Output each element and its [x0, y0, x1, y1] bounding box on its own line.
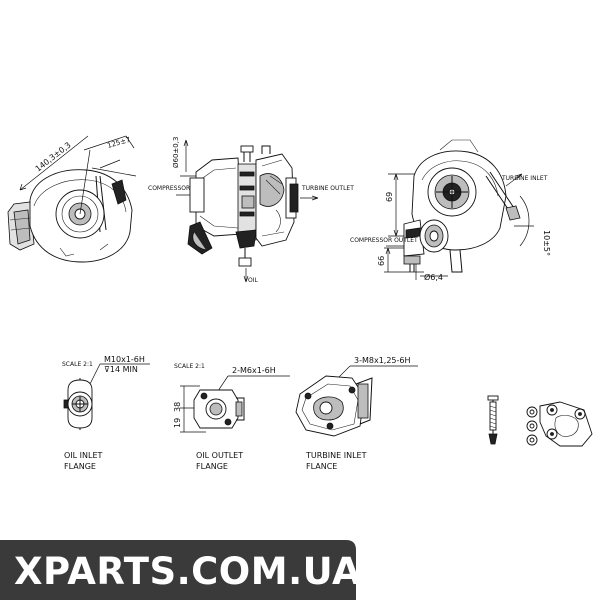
nut-parts [526, 406, 538, 446]
turbine-inlet-caption-1: TURBINE INLET [305, 451, 367, 460]
oil-inlet-depth: ⊽14 MIN [104, 365, 138, 374]
oil-outlet-caption-1: OIL OUTLET [196, 451, 243, 460]
dim-angle-right-label: 10±5° [542, 230, 551, 256]
compressor-inlet-label: COMPRESSOR INLET [148, 185, 209, 192]
turbine-inlet-label: TURBINE INLET [501, 175, 548, 182]
gasket-part [539, 401, 593, 447]
oil-inlet-caption-1: OIL INLET [64, 451, 103, 460]
turbo-side-view: Ø60±0,3 COMPRESSOR INLET OIL TURB [148, 137, 354, 284]
angle-dimension-line [83, 135, 137, 177]
oil-outlet-scale: SCALE 2:1 [174, 363, 205, 370]
watermark-text: XPARTS.COM.UA [14, 550, 361, 593]
dim-diameter-label: Ø60±0,3 [172, 137, 180, 168]
turbo-rear-view: 69 TURBINE INLET 10±5° COMPRESSOR OUTLET… [350, 139, 551, 282]
dim-64-label: Ø6,4 [424, 272, 443, 282]
dim-radius-label: 140,3±0,3 [34, 140, 73, 173]
oil-inlet-scale: SCALE 2:1 [62, 361, 93, 368]
turbo-front-view: 140,3±0,3 125±7 [7, 135, 137, 263]
compressor-outlet-label: COMPRESSOR OUTLET [350, 237, 418, 244]
oil-inlet-thread: M10x1-6H [104, 355, 145, 364]
center-housing: OIL [235, 145, 258, 284]
radius-dimension-line [19, 135, 89, 191]
dim-angle-label: 125±7 [106, 136, 131, 150]
watermark-banner-background [0, 540, 356, 600]
dim-38-label: 38 [173, 402, 182, 412]
oil-outlet-flange: SCALE 2:1 2-M6x1-6H 38 19 OIL OUTLET FLA… [173, 363, 290, 471]
stud-bolt-part [487, 395, 499, 445]
oil-label: OIL [248, 277, 258, 284]
oil-outlet-thread: 2-M6x1-6H [232, 366, 276, 375]
dim-69-label: 69 [385, 192, 394, 202]
wastegate-actuator [7, 201, 35, 251]
oil-inlet-flange: SCALE 2:1 M10x1-6H ⊽14 MIN OIL INLET FLA… [62, 355, 150, 471]
turbine-inlet-caption-2: FLANCE [306, 462, 337, 471]
dim-19-label: 19 [173, 418, 182, 428]
turbine-inlet-flange: 3-M8x1,25-6H TURBINE INLET FLANCE [295, 356, 418, 471]
oil-inlet-caption-2: FLANGE [64, 462, 96, 471]
dim-66-label: 66 [377, 256, 386, 266]
turbine-outlet-label: TURBINE OUTLET [301, 185, 354, 192]
oil-outlet-caption-2: FLANGE [196, 462, 228, 471]
turbine-inlet-thread: 3-M8x1,25-6H [354, 356, 411, 365]
watermark-banner: XPARTS.COM.UA [0, 540, 361, 600]
